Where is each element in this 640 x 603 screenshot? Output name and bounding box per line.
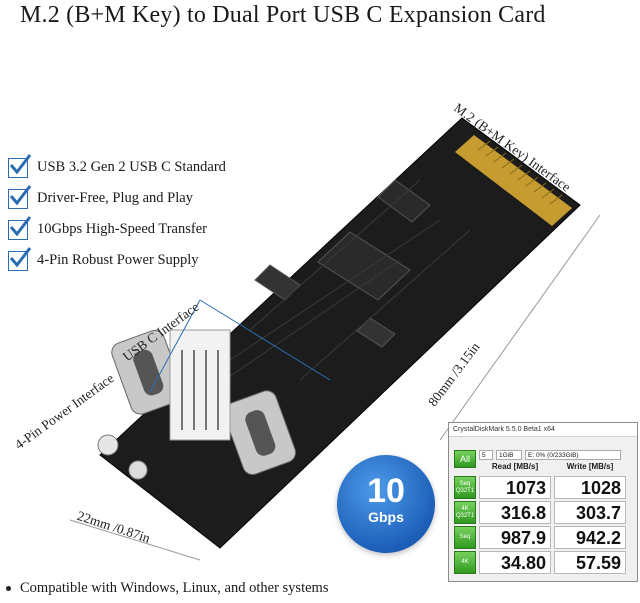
power-connector [169, 329, 231, 441]
feature-list: USB 3.2 Gen 2 USB C Standard Driver-Free… [8, 152, 226, 276]
bullet-icon [6, 586, 11, 592]
read-value: 987.9 [479, 526, 551, 549]
test-button[interactable]: 4K [454, 551, 476, 574]
benchmark-row: 4K Q32T1 316.8 303.7 [454, 501, 629, 524]
feature-label: 10Gbps High-Speed Transfer [37, 221, 207, 237]
test-button[interactable]: 4K Q32T1 [454, 501, 476, 524]
benchmark-row: Seq 987.9 942.2 [454, 526, 629, 549]
read-value: 1073 [479, 476, 551, 499]
benchmark-title: CrystalDiskMark 5.5.0 Beta1 x64 [449, 423, 637, 437]
check-icon [8, 215, 32, 240]
speed-badge: 10 Gbps [337, 455, 435, 553]
write-value: 303.7 [554, 501, 626, 524]
gold-connector [455, 135, 572, 226]
drive-select[interactable]: E: 0% (0/233GiB) [525, 450, 621, 460]
run-all-button[interactable]: All [454, 450, 476, 468]
feature-item: Driver-Free, Plug and Play [8, 183, 226, 214]
feature-item: 4-Pin Robust Power Supply [8, 245, 226, 276]
feature-label: 4-Pin Robust Power Supply [37, 252, 199, 268]
feature-item: USB 3.2 Gen 2 USB C Standard [8, 152, 226, 183]
feature-item: 10Gbps High-Speed Transfer [8, 214, 226, 245]
benchmark-row: Seq Q32T1 1073 1028 [454, 476, 629, 499]
write-value: 1028 [554, 476, 626, 499]
write-header: Write [MB/s] [566, 462, 614, 471]
speed-unit: Gbps [368, 509, 404, 525]
test-button[interactable]: Seq Q32T1 [454, 476, 476, 499]
benchmark-window: CrystalDiskMark 5.5.0 Beta1 x64 All 5 1G… [448, 422, 638, 582]
feature-label: Driver-Free, Plug and Play [37, 190, 193, 206]
count-select[interactable]: 5 [479, 450, 493, 460]
feature-label: USB 3.2 Gen 2 USB C Standard [37, 159, 226, 175]
controller-chip [317, 231, 411, 301]
check-icon [8, 184, 32, 209]
test-button[interactable]: Seq [454, 526, 476, 549]
check-icon [8, 246, 32, 271]
size-select[interactable]: 1GiB [496, 450, 522, 460]
write-value: 57.59 [554, 551, 626, 574]
write-value: 942.2 [554, 526, 626, 549]
check-icon [8, 153, 32, 178]
read-header: Read [MB/s] [491, 462, 539, 471]
compatibility-note: Compatible with Windows, Linux, and othe… [6, 580, 328, 597]
read-value: 316.8 [479, 501, 551, 524]
page-title: M.2 (B+M Key) to Dual Port USB C Expansi… [20, 2, 546, 28]
read-value: 34.80 [479, 551, 551, 574]
benchmark-row: 4K 34.80 57.59 [454, 551, 629, 574]
speed-value: 10 [367, 472, 405, 510]
compatibility-text: Compatible with Windows, Linux, and othe… [20, 580, 329, 596]
